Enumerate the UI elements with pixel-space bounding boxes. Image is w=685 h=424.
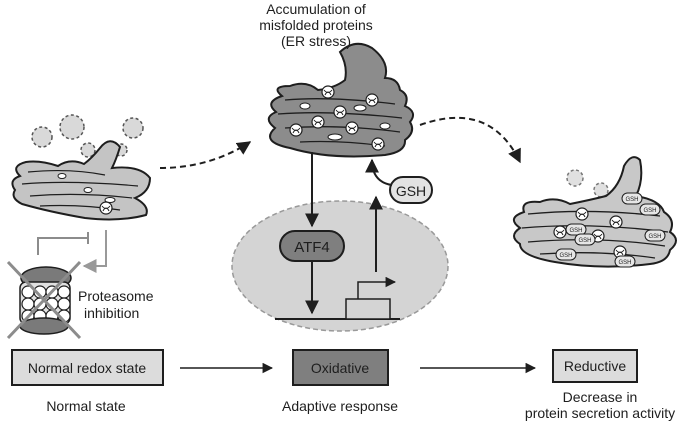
misfolded-protein-dot [566, 169, 584, 187]
protein-bundle [321, 85, 335, 99]
decrease-caption-2: protein secretion activity [525, 405, 675, 421]
gene-box [345, 298, 391, 320]
gsh-box [389, 176, 433, 204]
protein-bundle [345, 121, 359, 135]
gsh-chip-label: GSH [625, 197, 638, 203]
oxidative-label: Oxidative [311, 360, 370, 376]
misfolded-protein-dot [59, 114, 85, 140]
gsh-to-er-arrow [365, 158, 393, 186]
cross-mark [6, 260, 82, 340]
protein-bundle [311, 115, 325, 129]
misfolded-protein-dot [31, 126, 53, 148]
feedback-arrow [82, 230, 107, 273]
nucleus [231, 200, 449, 332]
normal-redox-box [11, 349, 164, 386]
protein-bundle [575, 207, 589, 221]
er-stress-label-3: (ER stress) [281, 33, 351, 49]
decrease-caption-1: Decrease in [563, 389, 638, 405]
misfolded-protein-dot [122, 117, 144, 139]
atf4-box [279, 230, 345, 262]
inhibition-line [37, 237, 88, 255]
er-stress-label-2: misfolded proteins [259, 17, 373, 33]
gsh-chip-label: GSH [569, 228, 582, 234]
proteasome-label-1: Proteasome [78, 288, 154, 304]
normal-state-caption: Normal state [46, 398, 126, 414]
oxidative-box [292, 349, 389, 386]
protein-bundle [365, 93, 379, 107]
gsh-chip-label: GSH [559, 253, 572, 259]
gsh-chip-label: GSH [648, 234, 661, 240]
er-membrane-stressed [267, 42, 415, 158]
misfolded-protein-dot [593, 182, 609, 198]
misfolded-protein-dot [80, 142, 96, 158]
protein-bundle [371, 137, 385, 151]
protein-bundle [99, 201, 113, 215]
proteasome [6, 260, 82, 340]
transition-arrow-left [159, 141, 252, 169]
gsh-chip-label: GSH [618, 260, 631, 266]
adaptive-response-caption: Adaptive response [282, 398, 398, 414]
protein-bundle [333, 105, 347, 119]
er-membrane [11, 140, 152, 221]
right-er-cell: GSH GSH GSH GSH GSH GSH GSH [513, 156, 677, 268]
gsh-chip-label: GSH [578, 238, 591, 244]
protein-bundle [553, 225, 567, 239]
transcription-arrow [357, 276, 397, 299]
middle-er-cell [267, 42, 415, 158]
reductive-label: Reductive [564, 358, 626, 374]
gsh-label: GSH [396, 183, 426, 199]
transition-arrow-right [419, 116, 521, 164]
atf4-label: ATF4 [294, 239, 330, 256]
gsh-chip-label: GSH [643, 208, 656, 214]
reductive-box [552, 349, 638, 383]
er-stress-label-1: Accumulation of [266, 1, 366, 17]
protein-bundle [289, 123, 303, 137]
protein-bundle [609, 215, 623, 229]
gsh-chips [555, 192, 666, 268]
normal-redox-label: Normal redox state [28, 360, 146, 376]
left-er-cell [11, 114, 152, 221]
proteasome-label-2: inhibition [84, 305, 139, 321]
